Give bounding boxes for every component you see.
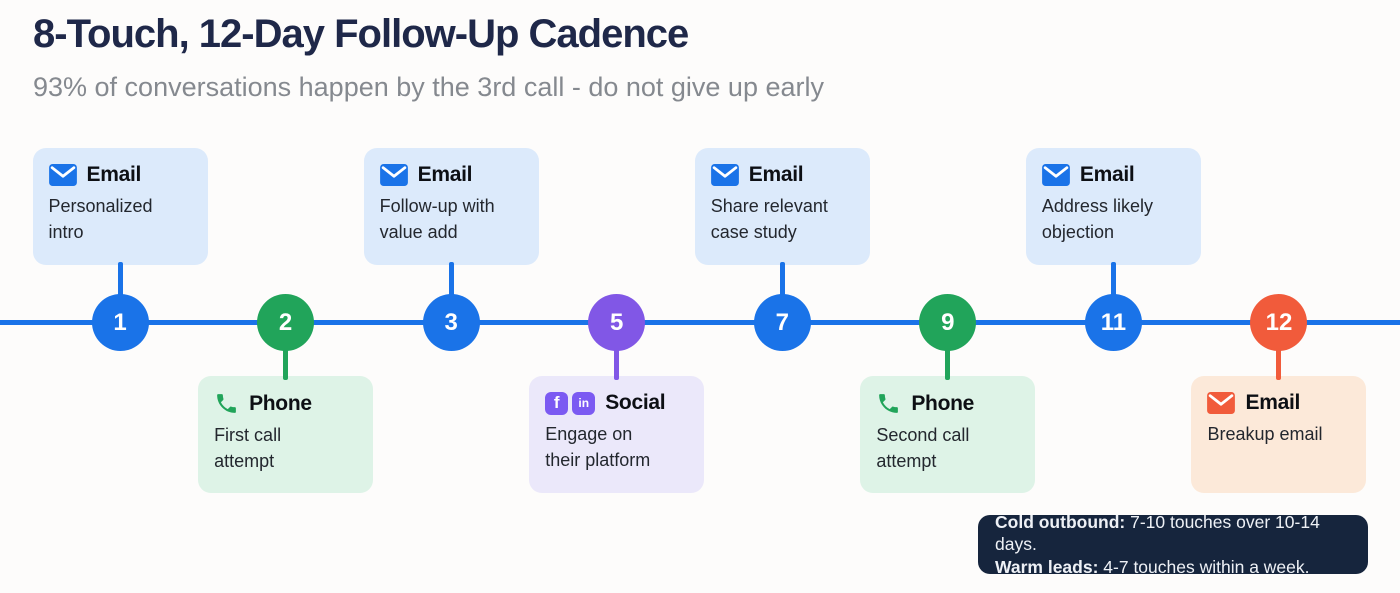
day-number: 3: [444, 308, 458, 336]
connector-line: [945, 342, 951, 380]
social-icons: f in: [545, 391, 596, 415]
day-marker: 2: [257, 294, 315, 351]
touch-card-header: f in Email: [710, 163, 854, 187]
touch-description: Engage on their platform: [545, 424, 651, 470]
facebook-icon: f: [545, 391, 569, 415]
touch-description: First call attempt: [214, 425, 282, 471]
touch-card-header: f in Social: [545, 391, 688, 415]
timeline-touch: f in Phone Second call attempt 9: [860, 0, 1036, 593]
touch-card: f in Email Personalized intro: [32, 148, 208, 265]
connector-line: [1110, 262, 1116, 302]
day-number: 1: [113, 308, 127, 336]
timeline-touch: f in Email Personalized intro 1: [32, 0, 208, 593]
linkedin-icon: in: [572, 391, 596, 415]
footnote-warm-text: 4-7 touches within a week.: [1098, 556, 1310, 577]
email-icon: [379, 164, 408, 186]
touch-card: f in Phone Second call attempt: [860, 376, 1036, 493]
day-marker: 11: [1084, 294, 1142, 351]
touch-card-header: f in Email: [1042, 163, 1185, 187]
connector-line: [779, 262, 785, 302]
footnote-warm-label: Warm leads:: [995, 556, 1099, 577]
connector-line: [117, 262, 123, 302]
touch-channel-label: Email: [1079, 163, 1135, 186]
day-number: 2: [278, 308, 293, 336]
phone-icon: [214, 391, 239, 416]
day-marker: 5: [588, 294, 646, 351]
touch-channel-label: Social: [605, 391, 666, 414]
day-number: 7: [775, 308, 789, 336]
touch-channel-label: Email: [748, 163, 804, 186]
touch-channel-label: Email: [1245, 391, 1301, 414]
email-icon: [1042, 164, 1070, 186]
timeline-touch: f in Phone First call attempt 2: [198, 0, 374, 593]
touch-card-header: f in Email: [1207, 391, 1350, 415]
phone-icon: [876, 391, 901, 416]
touch-channel-label: Email: [86, 163, 142, 186]
touch-card: f in Social Engage on their platform: [529, 376, 705, 493]
connector-line: [614, 342, 620, 380]
timeline-touch: f in Social Engage on their platform 5: [529, 0, 705, 593]
email-icon: [48, 164, 77, 186]
day-number: 12: [1265, 308, 1293, 336]
touch-description: Share relevant case study: [710, 196, 828, 242]
connector-line: [448, 262, 454, 302]
touch-description: Personalized intro: [48, 196, 153, 242]
footnote-cold-label: Cold outbound:: [995, 512, 1126, 533]
touch-channel-label: Phone: [249, 391, 312, 415]
day-marker: 1: [91, 294, 149, 351]
touch-card: f in Email Breakup email: [1191, 376, 1367, 493]
touch-card: f in Email Share relevant case study: [694, 148, 870, 265]
touch-description: Breakup email: [1207, 424, 1323, 444]
cadence-footnote: Cold outbound: 7-10 touches over 10-14 d…: [978, 512, 1368, 577]
timeline-touch: f in Email Address likely objection 11: [1025, 0, 1201, 593]
footnote-cold-text: 7-10 touches over 10-14 days.: [995, 512, 1320, 555]
day-marker: 9: [919, 294, 977, 351]
touch-card-header: f in Email: [379, 163, 523, 187]
email-icon: [1207, 392, 1236, 414]
touch-card-header: f in Phone: [876, 391, 1019, 416]
timeline-touch: f in Email Breakup email 12: [1191, 0, 1367, 593]
timeline-touch: f in Email Share relevant case study 7: [694, 0, 870, 593]
touch-channel-label: Email: [417, 163, 473, 186]
day-number: 5: [610, 308, 624, 336]
page-title: 8-Touch, 12-Day Follow-Up Cadence: [33, 12, 689, 56]
connector-line: [1276, 342, 1282, 380]
touch-card: f in Phone First call attempt: [198, 376, 374, 493]
touch-card: f in Email Follow-up with value add: [363, 148, 539, 265]
email-icon: [710, 164, 739, 186]
timeline-axis: [0, 320, 1400, 325]
day-marker: 7: [753, 294, 811, 351]
footnote-line-cold: Cold outbound: 7-10 touches over 10-14 d…: [995, 511, 1351, 555]
touch-description: Follow-up with value add: [379, 196, 495, 242]
day-marker: 3: [422, 294, 480, 351]
touch-card: f in Email Address likely objection: [1025, 148, 1201, 265]
day-number: 11: [1100, 308, 1127, 336]
touch-card-header: f in Phone: [214, 391, 357, 416]
touch-card-header: f in Email: [48, 163, 192, 187]
touch-description: Address likely objection: [1041, 196, 1153, 242]
connector-line: [283, 342, 289, 380]
page-subtitle: 93% of conversations happen by the 3rd c…: [33, 72, 824, 102]
timeline-touch: f in Email Follow-up with value add 3: [363, 0, 539, 593]
touch-description: Second call attempt: [876, 425, 970, 471]
day-number: 9: [941, 308, 955, 336]
footnote-line-warm: Warm leads: 4-7 touches within a week.: [995, 556, 1351, 578]
touch-channel-label: Phone: [911, 391, 975, 415]
day-marker: 12: [1250, 294, 1308, 351]
